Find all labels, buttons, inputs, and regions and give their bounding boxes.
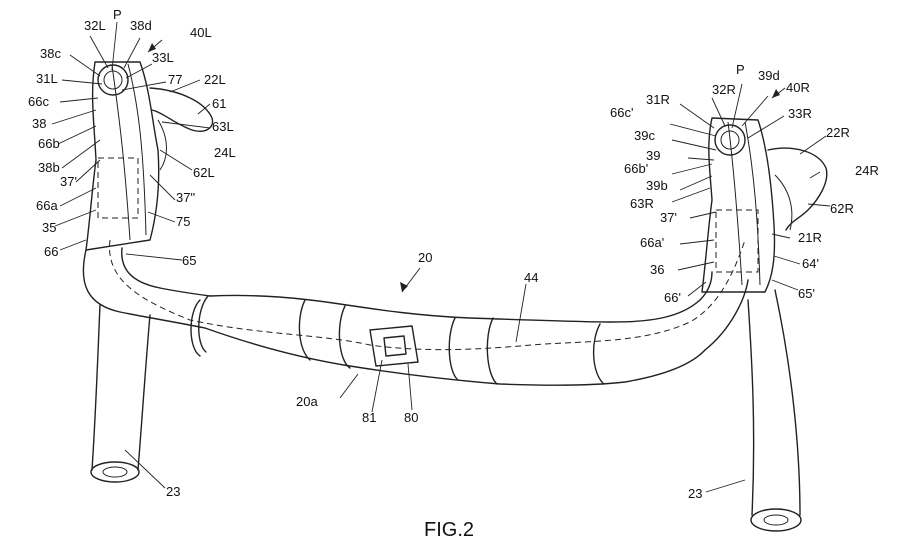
right-drop-outer xyxy=(704,279,749,351)
segment-ring-3 xyxy=(338,305,351,369)
right-lever-arm xyxy=(774,174,793,231)
left-shifter-body xyxy=(85,61,160,251)
right-lower-tube-b xyxy=(774,289,801,516)
label-24R: 24R xyxy=(855,163,879,178)
label-33R: 33R xyxy=(788,106,812,121)
internal-cable xyxy=(109,239,746,351)
segment-ring-6 xyxy=(592,323,605,385)
right-switch-dial-inner xyxy=(720,130,740,150)
label-39: 39 xyxy=(646,148,660,163)
label-66bp: 66b' xyxy=(624,161,648,176)
label-39c: 39c xyxy=(634,128,655,143)
label-81: 81 xyxy=(362,410,376,425)
label-65: 65 xyxy=(182,253,196,268)
bar-top-edge xyxy=(209,294,701,323)
label-33L: 33L xyxy=(152,50,174,65)
label-36: 36 xyxy=(650,262,664,277)
label-38d: 38d xyxy=(130,18,152,33)
right-drop-inner xyxy=(699,271,713,301)
segment-ring-1b xyxy=(198,295,209,353)
label-20a: 20a xyxy=(296,394,318,409)
handlebar-body xyxy=(82,239,802,532)
label-66p: 66' xyxy=(664,290,681,305)
central-module-80 xyxy=(369,325,419,367)
segment-ring-2 xyxy=(298,299,311,361)
label-38b: 38b xyxy=(38,160,60,175)
left-drop-inner xyxy=(121,247,211,297)
segment-ring-4 xyxy=(448,317,459,381)
label-66a: 66a xyxy=(36,198,58,213)
label-66b: 66b xyxy=(38,136,60,151)
label-40R: 40R xyxy=(786,80,810,95)
right-lower-tube-a xyxy=(747,299,755,516)
label-64p: 64' xyxy=(802,256,819,271)
label-P-right: P xyxy=(736,62,745,77)
left-lever-arm xyxy=(157,119,167,171)
right-switch-dial xyxy=(714,124,746,156)
right-brake-lever xyxy=(767,147,828,231)
segment-ring-1 xyxy=(190,299,201,357)
right-bar-end-plug xyxy=(763,514,789,526)
bar-bottom-edge xyxy=(204,327,706,387)
right-shifter xyxy=(701,117,828,293)
label-20: 20 xyxy=(418,250,432,265)
label-63L: 63L xyxy=(212,119,234,134)
label-38: 38 xyxy=(32,116,46,131)
label-62L: 62L xyxy=(193,165,215,180)
right-shifter-contour xyxy=(727,121,743,286)
label-21R: 21R xyxy=(798,230,822,245)
label-35: 35 xyxy=(42,220,56,235)
figure-caption: FIG.2 xyxy=(424,519,474,541)
label-32L: 32L xyxy=(84,18,106,33)
label-37pp: 37" xyxy=(176,190,195,205)
label-63R: 63R xyxy=(630,196,654,211)
label-77: 77 xyxy=(168,72,182,87)
left-switch-dial xyxy=(97,64,129,96)
left-lower-tube-b xyxy=(137,314,151,471)
right-bar-end xyxy=(750,508,802,532)
label-31R: 31R xyxy=(646,92,670,107)
label-P-left: P xyxy=(113,7,122,22)
left-shifter-contour-2 xyxy=(127,63,147,236)
label-37p: 37' xyxy=(60,174,77,189)
left-bar-end xyxy=(90,461,140,483)
label-66c: 66c xyxy=(28,94,49,109)
label-65p: 65' xyxy=(798,286,815,301)
label-40L: 40L xyxy=(190,25,212,40)
label-75: 75 xyxy=(176,214,190,229)
right-battery-36 xyxy=(715,209,759,273)
label-80: 80 xyxy=(404,410,418,425)
label-31L: 31L xyxy=(36,71,58,86)
left-shifter xyxy=(85,61,214,251)
label-61: 61 xyxy=(212,96,226,111)
right-shifter-contour-2 xyxy=(744,121,761,286)
label-22R: 22R xyxy=(826,125,850,140)
left-bar-end-plug xyxy=(102,466,128,478)
left-battery-35 xyxy=(97,157,139,219)
label-37pR: 37' xyxy=(660,210,677,225)
central-module-81 xyxy=(383,335,407,357)
label-39d: 39d xyxy=(758,68,780,83)
segment-ring-5 xyxy=(486,317,498,385)
label-38c: 38c xyxy=(40,46,61,61)
label-62R: 62R xyxy=(830,201,854,216)
left-switch-dial-inner xyxy=(103,70,123,90)
label-23-right: 23 xyxy=(688,486,702,501)
label-22L: 22L xyxy=(204,72,226,87)
left-drop-outer xyxy=(82,249,206,329)
label-66cp: 66c' xyxy=(610,105,633,120)
label-44: 44 xyxy=(524,270,538,285)
label-32R: 32R xyxy=(712,82,736,97)
reference-labels: 32L P 38d 40L 38c 33L 31L 77 22L 66c 61 … xyxy=(28,7,879,501)
left-lower-tube-a xyxy=(91,304,101,471)
label-24L: 24L xyxy=(214,145,236,160)
label-66ap: 66a' xyxy=(640,235,664,250)
label-39b: 39b xyxy=(646,178,668,193)
left-shifter-contour xyxy=(111,64,131,241)
leader-lines xyxy=(51,21,831,493)
label-23-left: 23 xyxy=(166,484,180,499)
label-66: 66 xyxy=(44,244,58,259)
